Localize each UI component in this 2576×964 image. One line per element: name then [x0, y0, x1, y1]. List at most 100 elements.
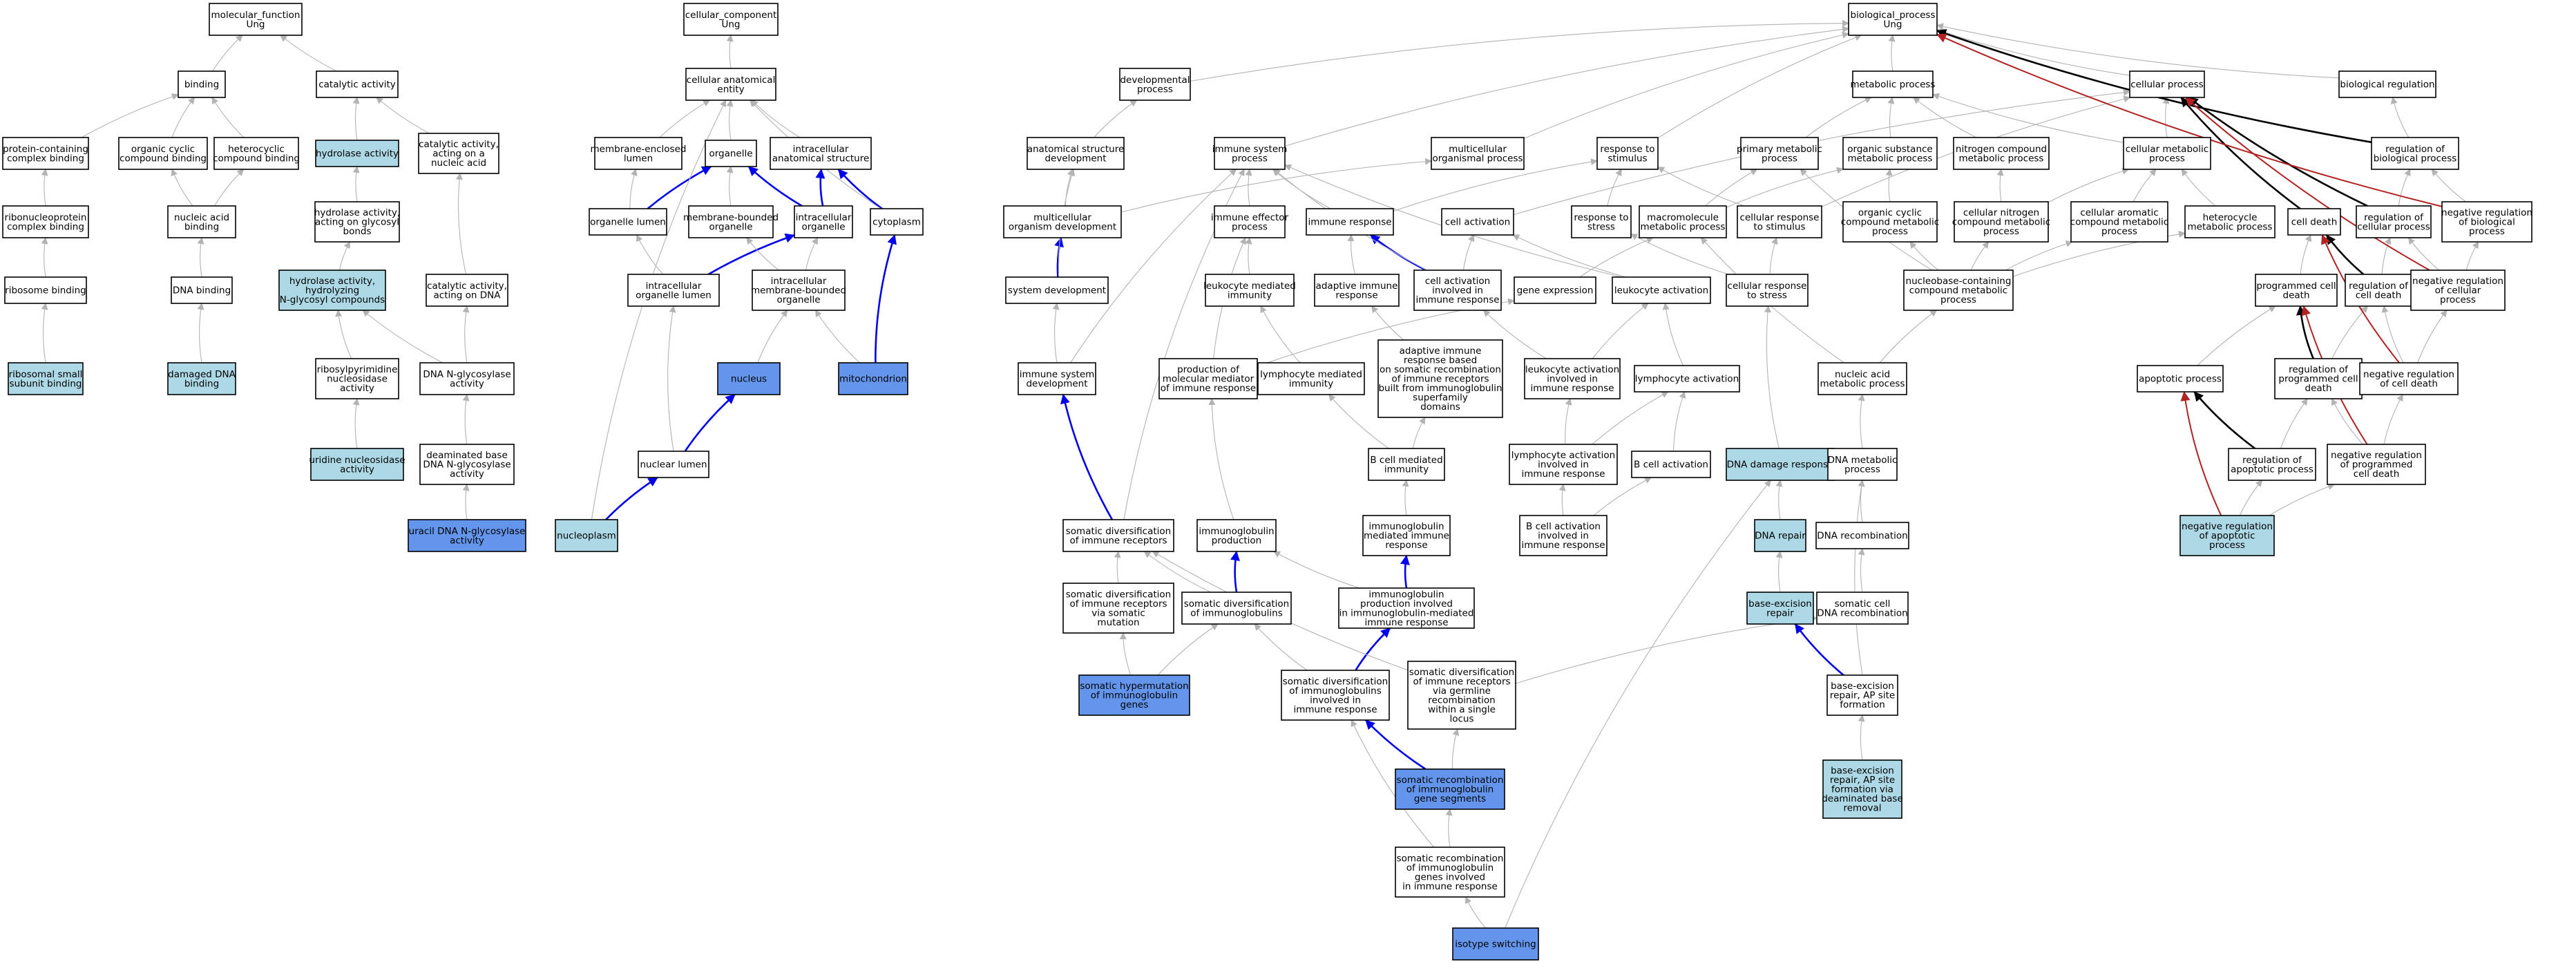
node-dna-repair[interactable]: DNA repair [1754, 519, 1806, 552]
node-nuclear-lumen[interactable]: nuclear lumen [638, 451, 709, 478]
node-nucleus[interactable]: nucleus [717, 362, 781, 395]
node-cell-death[interactable]: cell death [2287, 208, 2341, 236]
node-immune-response[interactable]: immune response [1306, 208, 1394, 236]
node-isotype-switching[interactable]: isotype switching [1452, 927, 1539, 961]
node-hydrolase[interactable]: hydrolase activity [315, 140, 399, 167]
node-cell-activation[interactable]: cell activation [1441, 208, 1514, 236]
node-metabolic[interactable]: metabolic process [1851, 70, 1936, 98]
node-mitochondrion[interactable]: mitochondrion [838, 362, 908, 395]
node-dna-damage-response[interactable]: DNA damage response [1726, 448, 1835, 481]
node-system-dev[interactable]: system development [1005, 276, 1109, 304]
node-organelle[interactable]: organelle [705, 140, 757, 167]
node-catalytic[interactable]: catalytic activity [316, 70, 399, 98]
node-biological-regulation[interactable]: biological regulation [2338, 70, 2436, 98]
node-leukocyte-activation[interactable]: leukocyte activation [1612, 276, 1711, 304]
node-gene-expression[interactable]: gene expression [1514, 276, 1596, 304]
node-nucleoplasm[interactable]: nucleoplasm [555, 519, 618, 552]
node-lymphocyte-activation[interactable]: lymphocyte activation [1634, 365, 1740, 393]
node-ribosome-binding[interactable]: ribosome binding [4, 276, 87, 304]
node-dna-recombination[interactable]: DNA recombination [1815, 522, 1909, 549]
node-organelle-lumen[interactable]: organelle lumen [589, 208, 667, 236]
node-b-cell-activation[interactable]: B cell activation [1631, 451, 1711, 478]
node-catalytic-dna[interactable]: catalytic activity,acting on DNA [426, 274, 508, 307]
node-dna-binding[interactable]: DNA binding [171, 276, 233, 304]
